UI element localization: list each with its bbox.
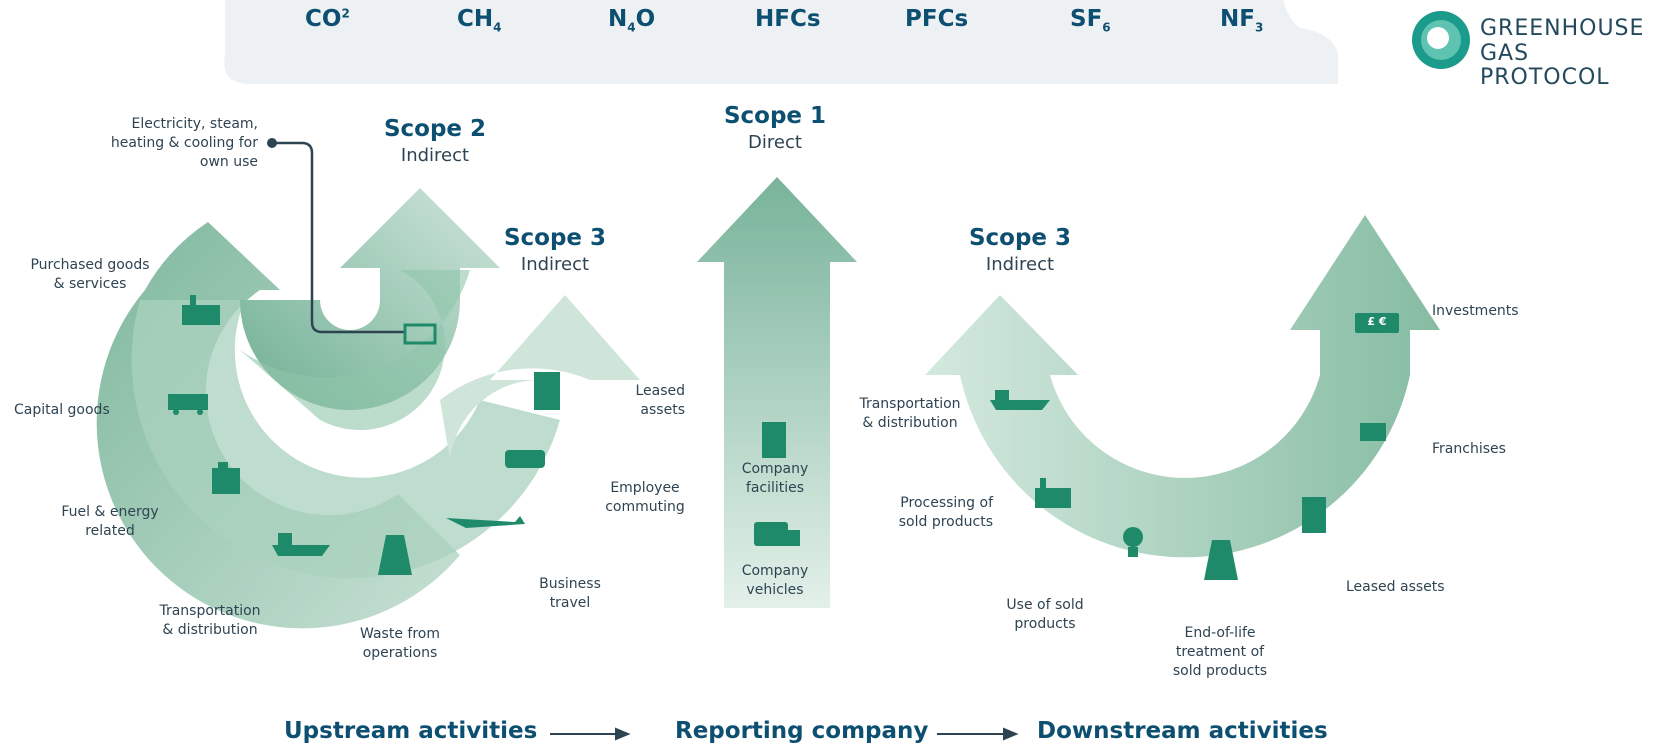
ghg-logo-icon: [1412, 11, 1470, 69]
train-icon: [505, 450, 545, 468]
van-icon: [754, 522, 800, 546]
label-fuel-energy: Fuel & energy related: [61, 504, 159, 539]
electricity-connector: [272, 141, 405, 334]
label-franchises: Franchises: [1432, 441, 1506, 457]
label-waste: Waste from operations: [360, 626, 440, 661]
scope3-upstream-subtitle: Indirect: [520, 254, 590, 275]
ship-icon-down: [990, 390, 1050, 410]
logo-line-1: GREENHOUSE: [1480, 16, 1645, 41]
logo-line-2: GAS PROTOCOL: [1480, 41, 1610, 90]
scope1-arrow: [697, 177, 857, 608]
gas-cloud: [224, 0, 1339, 84]
scope3-downstream-subtitle: Indirect: [985, 254, 1055, 275]
label-use-of-sold: Use of sold products: [1006, 597, 1084, 632]
label-company-facilities: Company facilities: [741, 461, 809, 496]
gas-n2o: N4O: [608, 6, 656, 35]
gas-pfcs: PFCs: [905, 6, 969, 32]
flow-arrow-2: [937, 727, 1019, 741]
scope1-subtitle: Direct: [748, 132, 802, 153]
flow-downstream: Downstream activities: [1037, 718, 1328, 744]
label-purchased-goods: Purchased goods & services: [30, 257, 150, 292]
label-employee-commuting: Employee commuting: [605, 480, 685, 515]
gas-sf6: SF6: [1070, 6, 1111, 35]
building-icon-down: [1302, 497, 1326, 533]
gas-hfcs: HFCs: [755, 6, 821, 32]
scope2-title: Scope 2: [383, 116, 487, 142]
currency-icon: [1355, 313, 1399, 333]
label-transport-upstream: Transportation & distribution: [159, 603, 261, 638]
scope3-upstream-title: Scope 3: [503, 225, 607, 251]
scope2-subtitle: Indirect: [400, 145, 470, 166]
label-electricity: Electricity, steam, heating & cooling fo…: [110, 116, 258, 170]
flow-reporting: Reporting company: [675, 718, 929, 744]
lightbulb-icon: [1123, 527, 1143, 557]
gas-co2: CO2: [305, 6, 350, 32]
plane-icon: [446, 516, 525, 528]
downstream-arrow: [925, 215, 1440, 558]
factory-icon: [182, 295, 220, 325]
label-investments: Investments: [1432, 303, 1519, 319]
scope2-arrow-body: [240, 270, 470, 430]
flow-arrow-1: [550, 727, 631, 741]
label-capital-goods: Capital goods: [14, 402, 110, 418]
scope3-downstream-title: Scope 3: [968, 225, 1072, 251]
scope1-title: Scope 1: [723, 103, 827, 129]
gas-ch4: CH4: [457, 6, 502, 35]
facility-building-icon: [762, 422, 786, 458]
waste-bag-icon: [378, 535, 412, 575]
waste-bag-icon-down: [1204, 540, 1238, 580]
ship-icon: [272, 533, 330, 556]
label-end-of-life: End-of-life treatment of sold products: [1172, 625, 1268, 679]
factory-icon-down: [1035, 478, 1071, 508]
scope3-upstream-arrow: [440, 295, 640, 460]
label-processing: Processing of sold products: [898, 495, 993, 530]
label-leased-assets-upstream: Leased assets: [635, 383, 685, 418]
gas-nf3: NF3: [1220, 6, 1264, 35]
label-transport-downstream: Transportation & distribution: [859, 396, 961, 431]
radiator-icon: [403, 323, 437, 345]
building-icon-up: [534, 372, 560, 410]
label-business-travel: Business travel: [539, 576, 601, 611]
currency-symbols: £ €: [1367, 315, 1387, 328]
label-leased-assets-downstream: Leased assets: [1346, 579, 1445, 595]
upstream-outer-body: [131, 300, 560, 579]
fuel-cart-icon: [212, 462, 240, 494]
label-company-vehicles: Company vehicles: [741, 563, 809, 598]
truck-icon: [168, 394, 208, 415]
shop-icon: [1360, 423, 1386, 441]
flow-upstream: Upstream activities: [284, 718, 538, 744]
